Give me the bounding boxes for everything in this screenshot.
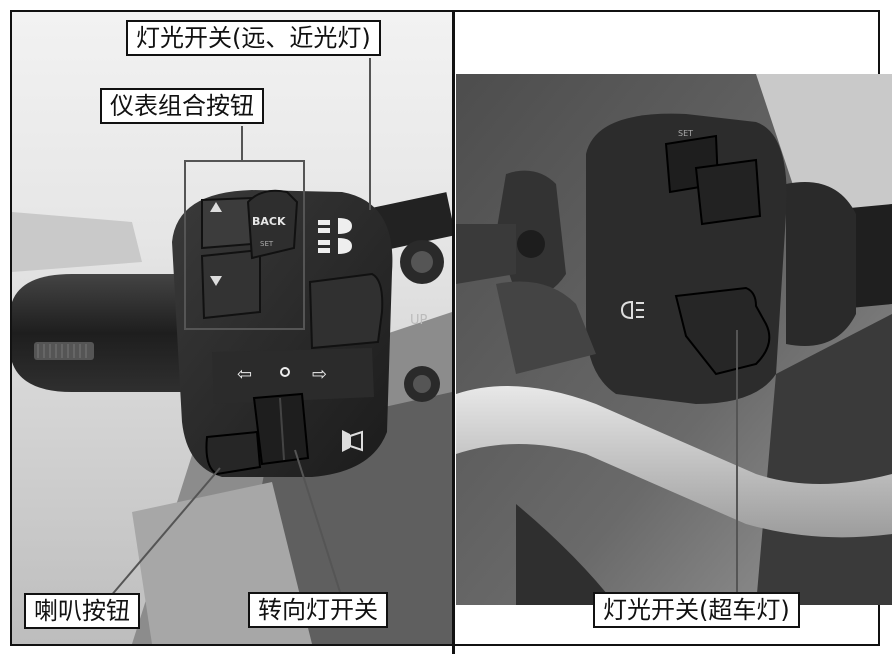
label-pass-light-switch: 灯光开关(超车灯) [593, 592, 800, 628]
headlight-symbol [318, 218, 352, 254]
panel-divider [452, 10, 455, 654]
horn-symbol [342, 430, 363, 452]
pass-light-symbol [620, 300, 644, 320]
set-text-right: SET [678, 129, 693, 138]
right-photo: SET [456, 74, 892, 605]
set-text-left: SET [260, 240, 274, 248]
back-text: BACK [252, 215, 286, 228]
up-text: UP [410, 313, 428, 328]
label-lights-switch: 灯光开关(远、近光灯) [126, 20, 381, 56]
label-horn-button: 喇叭按钮 [24, 593, 140, 629]
svg-text:⇦: ⇦ [237, 364, 252, 385]
svg-text:⇨: ⇨ [312, 364, 327, 385]
label-turn-signal-switch: 转向灯开关 [248, 592, 388, 628]
label-dashboard-buttons: 仪表组合按钮 [100, 88, 264, 124]
right-photo-illustration: SET [456, 74, 892, 605]
